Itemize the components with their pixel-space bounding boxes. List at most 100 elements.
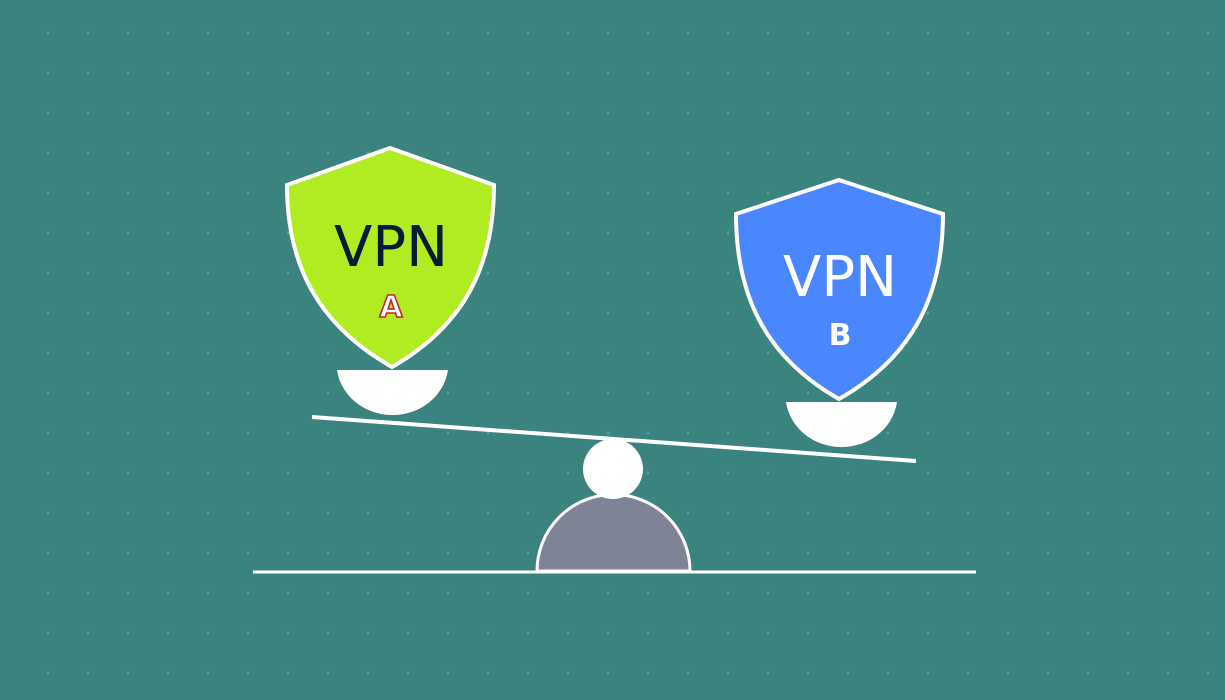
grid-dot (486, 631, 490, 635)
grid-dot (246, 31, 250, 35)
grid-dot (46, 271, 50, 275)
grid-dot (206, 471, 210, 475)
grid-dot (446, 511, 450, 515)
fulcrum-head (583, 439, 643, 499)
grid-dot (1206, 351, 1210, 355)
grid-dot (166, 551, 170, 555)
grid-dot (1006, 71, 1010, 75)
grid-dot (606, 111, 610, 115)
grid-dot (206, 271, 210, 275)
grid-dot (886, 511, 890, 515)
grid-dot (486, 271, 490, 275)
grid-dot (1166, 111, 1170, 115)
grid-dot (966, 191, 970, 195)
grid-dot (1086, 31, 1090, 35)
grid-dot (206, 151, 210, 155)
grid-dot (126, 471, 130, 475)
grid-dot (286, 511, 290, 515)
grid-dot (86, 471, 90, 475)
grid-dot (966, 431, 970, 435)
grid-dot (966, 71, 970, 75)
grid-dot (966, 511, 970, 515)
grid-dot (1046, 471, 1050, 475)
grid-dot (326, 591, 330, 595)
grid-dot (206, 671, 210, 675)
grid-dot (966, 471, 970, 475)
grid-dot (286, 231, 290, 235)
grid-dot (126, 631, 130, 635)
grid-dot (326, 631, 330, 635)
grid-dot (366, 471, 370, 475)
grid-dot (1046, 111, 1050, 115)
grid-dot (646, 111, 650, 115)
grid-dot (446, 391, 450, 395)
grid-dot (766, 591, 770, 595)
grid-dot (1046, 551, 1050, 555)
grid-dot (326, 431, 330, 435)
grid-dot (166, 191, 170, 195)
grid-dot (646, 471, 650, 475)
grid-dot (1126, 71, 1130, 75)
grid-dot (766, 71, 770, 75)
grid-dot (526, 111, 530, 115)
grid-dot (966, 631, 970, 635)
grid-dot (606, 71, 610, 75)
grid-dot (526, 71, 530, 75)
grid-dot (246, 671, 250, 675)
grid-dot (1206, 591, 1210, 595)
grid-dot (286, 471, 290, 475)
grid-dot (246, 511, 250, 515)
grid-dot (1206, 391, 1210, 395)
grid-dot (406, 551, 410, 555)
grid-dot (1086, 231, 1090, 235)
grid-dot (286, 151, 290, 155)
grid-dot (1046, 31, 1050, 35)
grid-dot (206, 431, 210, 435)
grid-dot (446, 71, 450, 75)
grid-dot (1086, 151, 1090, 155)
grid-dot (1086, 271, 1090, 275)
grid-dot (846, 71, 850, 75)
grid-dot (1206, 31, 1210, 35)
grid-dot (1166, 391, 1170, 395)
grid-dot (886, 631, 890, 635)
grid-dot (646, 631, 650, 635)
grid-dot (806, 111, 810, 115)
grid-dot (966, 31, 970, 35)
grid-dot (606, 151, 610, 155)
grid-dot (86, 511, 90, 515)
grid-dot (886, 71, 890, 75)
grid-dot (246, 591, 250, 595)
grid-dot (166, 31, 170, 35)
grid-dot (646, 351, 650, 355)
grid-dot (166, 511, 170, 515)
grid-dot (526, 631, 530, 635)
grid-dot (166, 111, 170, 115)
grid-dot (86, 551, 90, 555)
grid-dot (86, 351, 90, 355)
grid-dot (486, 31, 490, 35)
grid-dot (206, 631, 210, 635)
grid-dot (1166, 591, 1170, 595)
grid-dot (86, 151, 90, 155)
grid-dot (206, 511, 210, 515)
grid-dot (1006, 511, 1010, 515)
grid-dot (1166, 671, 1170, 675)
grid-dot (486, 671, 490, 675)
grid-dot (926, 391, 930, 395)
grid-dot (766, 431, 770, 435)
grid-dot (686, 431, 690, 435)
grid-dot (126, 71, 130, 75)
grid-dot (646, 671, 650, 675)
grid-dot (646, 431, 650, 435)
grid-dot (926, 591, 930, 595)
grid-dot (486, 311, 490, 315)
grid-dot (406, 111, 410, 115)
grid-dot (526, 151, 530, 155)
grid-dot (926, 111, 930, 115)
grid-dot (286, 311, 290, 315)
grid-dot (166, 591, 170, 595)
scale-beam (311, 415, 917, 463)
grid-dot (846, 471, 850, 475)
grid-dot (726, 311, 730, 315)
